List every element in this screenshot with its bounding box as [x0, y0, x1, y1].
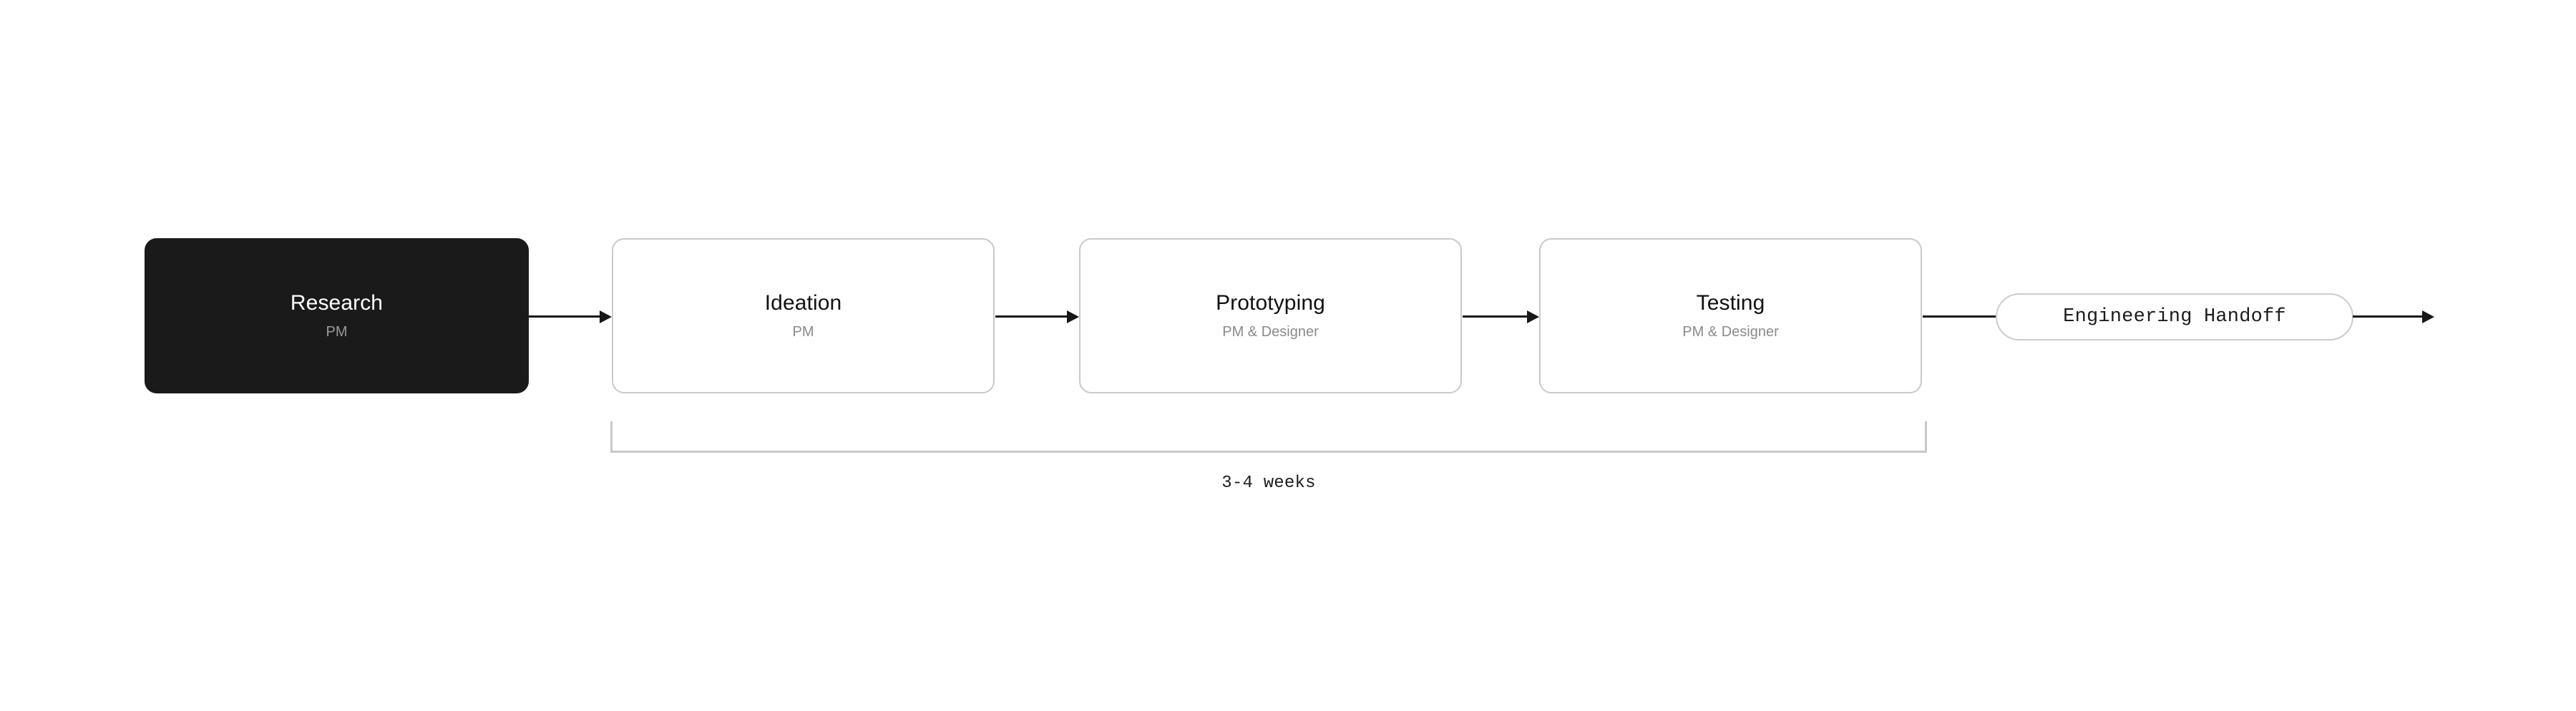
step-title: Prototyping [1216, 291, 1325, 315]
arrow-shaft [995, 315, 1068, 318]
process-step-ideation[interactable]: Ideation PM [612, 238, 995, 393]
duration-bracket [610, 421, 1927, 453]
bracket-tick-right [1925, 421, 1927, 453]
arrow-shaft [1463, 315, 1528, 318]
arrow-prototyping-to-testing [1463, 310, 1540, 324]
step-title: Research [290, 291, 384, 315]
arrow-ideation-to-prototyping [995, 310, 1080, 324]
arrow-research-to-ideation [529, 310, 613, 324]
step-title: Ideation [764, 291, 842, 315]
step-role: PM & Designer [1682, 323, 1779, 340]
pill-label: Engineering Handoff [2063, 306, 2286, 328]
arrow-head-icon [2422, 310, 2434, 323]
arrow-shaft [529, 315, 600, 318]
process-step-testing[interactable]: Testing PM & Designer [1539, 238, 1922, 393]
step-role: PM [326, 323, 348, 340]
step-title: Testing [1696, 291, 1765, 315]
engineering-handoff-pill[interactable]: Engineering Handoff [1996, 293, 2353, 340]
process-step-prototyping[interactable]: Prototyping PM & Designer [1079, 238, 1462, 393]
arrow-handoff-outgoing [2353, 310, 2435, 324]
arrow-shaft [2353, 315, 2423, 318]
arrow-head-icon [600, 310, 612, 323]
bracket-span-line [610, 451, 1927, 453]
arrow-head-icon [1067, 310, 1079, 323]
duration-label: 3-4 weeks [1221, 474, 1316, 493]
arrow-head-icon [1527, 310, 1539, 323]
step-role: PM [792, 323, 814, 340]
bracket-tick-left [610, 421, 613, 453]
step-role: PM & Designer [1222, 323, 1319, 340]
process-step-research[interactable]: Research PM [145, 238, 529, 393]
connector-testing-to-handoff [1923, 315, 1997, 318]
